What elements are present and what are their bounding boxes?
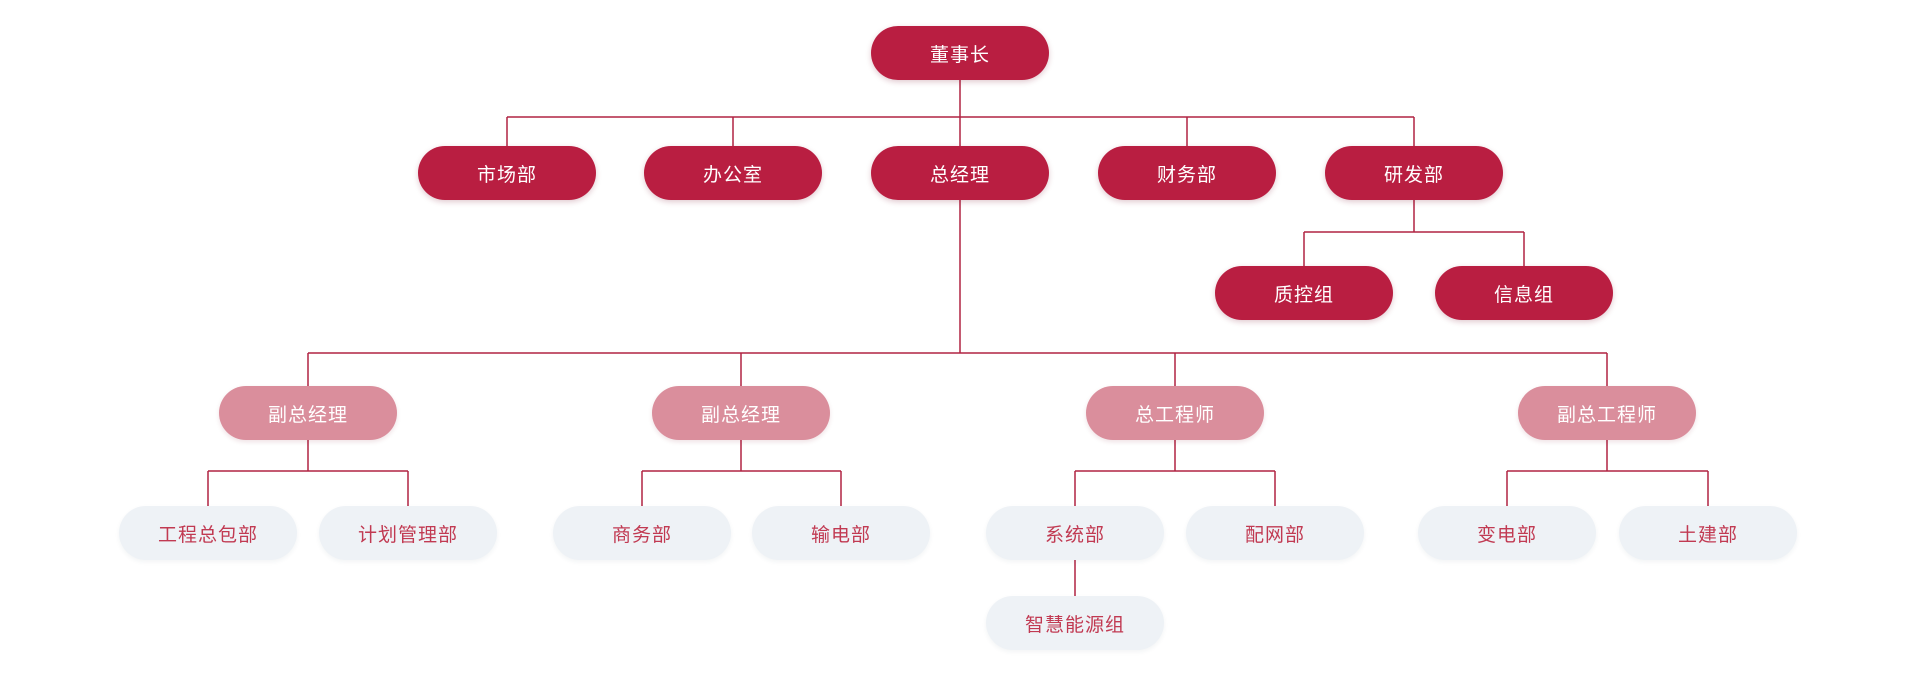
org-node-general-manager: 总经理 xyxy=(871,146,1049,200)
org-node-chairman: 董事长 xyxy=(871,26,1049,80)
org-node-commerce-dept: 商务部 xyxy=(553,506,731,560)
org-node-planning-dept: 计划管理部 xyxy=(319,506,497,560)
org-node-deputy-gm-2: 副总经理 xyxy=(652,386,830,440)
org-node-chief-engineer: 总工程师 xyxy=(1086,386,1264,440)
org-node-system-dept: 系统部 xyxy=(986,506,1164,560)
org-node-deputy-gm-1: 副总经理 xyxy=(219,386,397,440)
org-node-finance-dept: 财务部 xyxy=(1098,146,1276,200)
org-node-quality-control-group: 质控组 xyxy=(1215,266,1393,320)
org-node-epc-dept: 工程总包部 xyxy=(119,506,297,560)
org-node-office: 办公室 xyxy=(644,146,822,200)
org-node-civil-dept: 土建部 xyxy=(1619,506,1797,560)
org-node-information-group: 信息组 xyxy=(1435,266,1613,320)
org-node-smart-energy-group: 智慧能源组 xyxy=(986,596,1164,650)
org-node-deputy-chief-engineer: 副总工程师 xyxy=(1518,386,1696,440)
org-node-distribution-dept: 配网部 xyxy=(1186,506,1364,560)
org-node-substation-dept: 变电部 xyxy=(1418,506,1596,560)
org-node-transmission-dept: 输电部 xyxy=(752,506,930,560)
org-node-rnd-dept: 研发部 xyxy=(1325,146,1503,200)
org-node-marketing-dept: 市场部 xyxy=(418,146,596,200)
